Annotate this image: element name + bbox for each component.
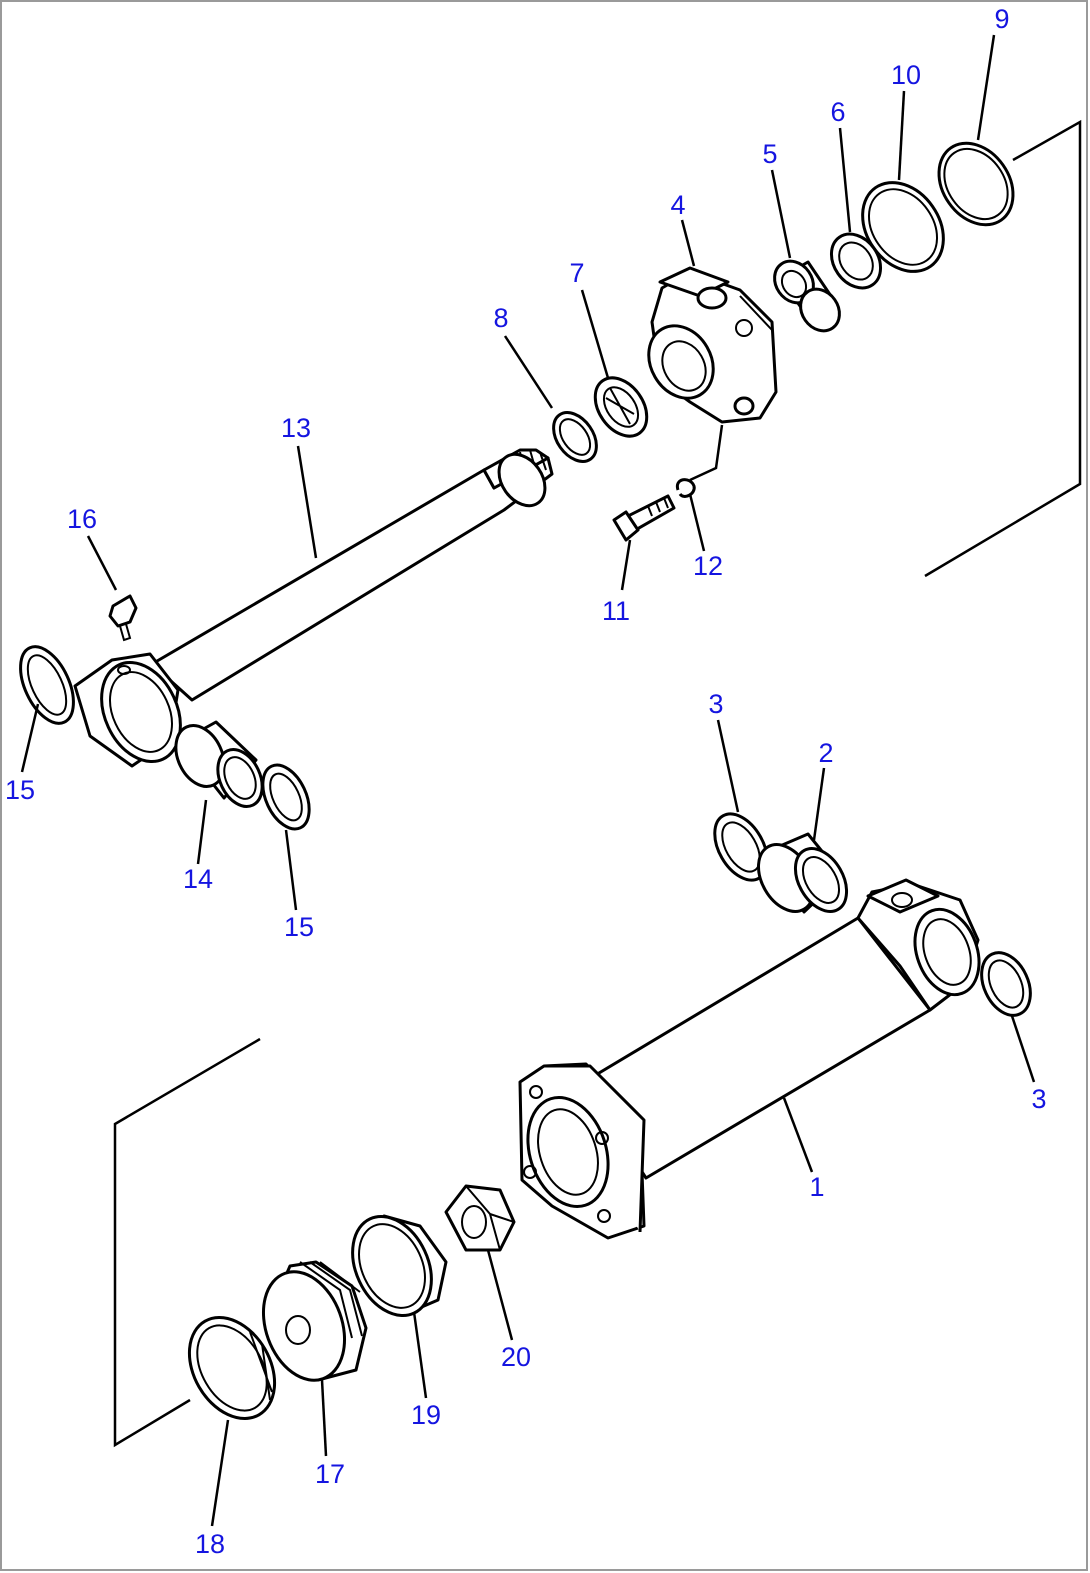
part-16-grease-fitting <box>108 594 138 642</box>
part-18-piston-seal <box>187 1316 277 1420</box>
part-9-o-ring <box>937 141 1015 227</box>
part-12-lock-washer <box>675 424 724 498</box>
callout-15-left: 15 <box>5 775 35 805</box>
part-7-seal <box>593 376 649 438</box>
callout-5: 5 <box>762 139 777 169</box>
part-17-piston <box>261 1260 368 1382</box>
callout-7: 7 <box>569 258 584 288</box>
part-14-bushing <box>174 720 264 808</box>
callout-10: 10 <box>891 60 921 90</box>
part-6-seal <box>829 232 883 290</box>
callout-3-lower: 3 <box>1031 1084 1046 1114</box>
part-15-dust-seal-left <box>19 645 75 725</box>
part-11-bolt <box>612 494 676 542</box>
callout-labels: 9 10 6 5 4 7 8 13 16 12 11 3 2 15 14 15 … <box>5 4 1047 1559</box>
callout-13: 13 <box>281 413 311 443</box>
part-10-backup-ring <box>861 181 945 273</box>
lower-group-bracket <box>113 1037 261 1448</box>
callout-11: 11 <box>602 596 630 626</box>
part-4-cylinder-head <box>647 266 778 424</box>
part-5-bushing <box>773 259 841 333</box>
part-2-bushing <box>757 832 849 914</box>
callout-17: 17 <box>315 1459 345 1489</box>
callout-4: 4 <box>670 190 685 220</box>
callout-14: 14 <box>183 864 213 894</box>
part-8-snap-ring <box>552 411 598 463</box>
callout-2: 2 <box>818 738 833 768</box>
callout-15-right: 15 <box>284 912 314 942</box>
callout-3-upper: 3 <box>708 689 723 719</box>
part-1-cylinder-tube <box>518 878 981 1240</box>
callout-9: 9 <box>994 4 1009 34</box>
part-20-nut <box>444 1184 516 1252</box>
callout-12: 12 <box>693 551 723 581</box>
callout-19: 19 <box>411 1400 441 1430</box>
callout-8: 8 <box>493 303 508 333</box>
callout-6: 6 <box>830 97 845 127</box>
callout-1: 1 <box>809 1172 824 1202</box>
part-13-piston-rod <box>150 448 554 702</box>
callout-16: 16 <box>67 504 97 534</box>
callout-leaders <box>20 34 1036 1527</box>
part-3-dust-seal-lower <box>980 951 1032 1017</box>
part-15-dust-seal-right <box>261 763 311 831</box>
callout-20: 20 <box>501 1342 531 1372</box>
callout-18: 18 <box>195 1529 225 1559</box>
upper-group-bracket <box>924 119 1082 578</box>
rod-eye <box>73 652 182 768</box>
part-19-wear-ring <box>351 1214 448 1318</box>
